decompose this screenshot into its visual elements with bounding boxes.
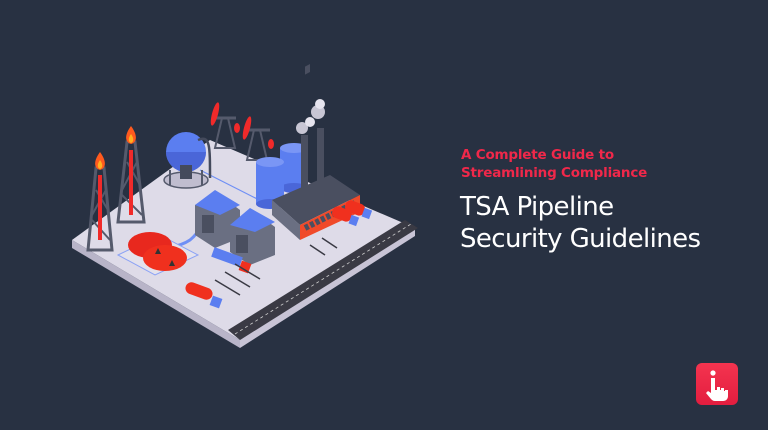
pump-jack-1	[210, 102, 240, 149]
tap-pointer-icon	[706, 370, 728, 401]
spherical-gas-tank	[163, 132, 212, 189]
pump-jack-2	[242, 116, 274, 161]
hero-subtitle: A Complete Guide to Streamlining Complia…	[461, 146, 647, 182]
red-fuel-tanks	[116, 232, 200, 276]
subtitle-line-2: Streamlining Compliance	[461, 165, 648, 181]
hero-title: TSA Pipeline Security Guidelines	[460, 191, 701, 255]
subtitle-line-1: A Complete Guide to	[461, 147, 614, 163]
parking-lines	[214, 237, 338, 296]
title-line-2: Security Guidelines	[460, 224, 701, 254]
warehouses	[195, 190, 275, 265]
road	[228, 220, 418, 340]
title-line-1: TSA Pipeline	[460, 192, 614, 222]
brand-logo-button[interactable]	[696, 363, 738, 405]
factory	[272, 64, 360, 240]
tanker-trucks	[185, 200, 373, 309]
oil-derrick-right	[116, 126, 146, 224]
oil-derrick-left	[86, 152, 114, 252]
